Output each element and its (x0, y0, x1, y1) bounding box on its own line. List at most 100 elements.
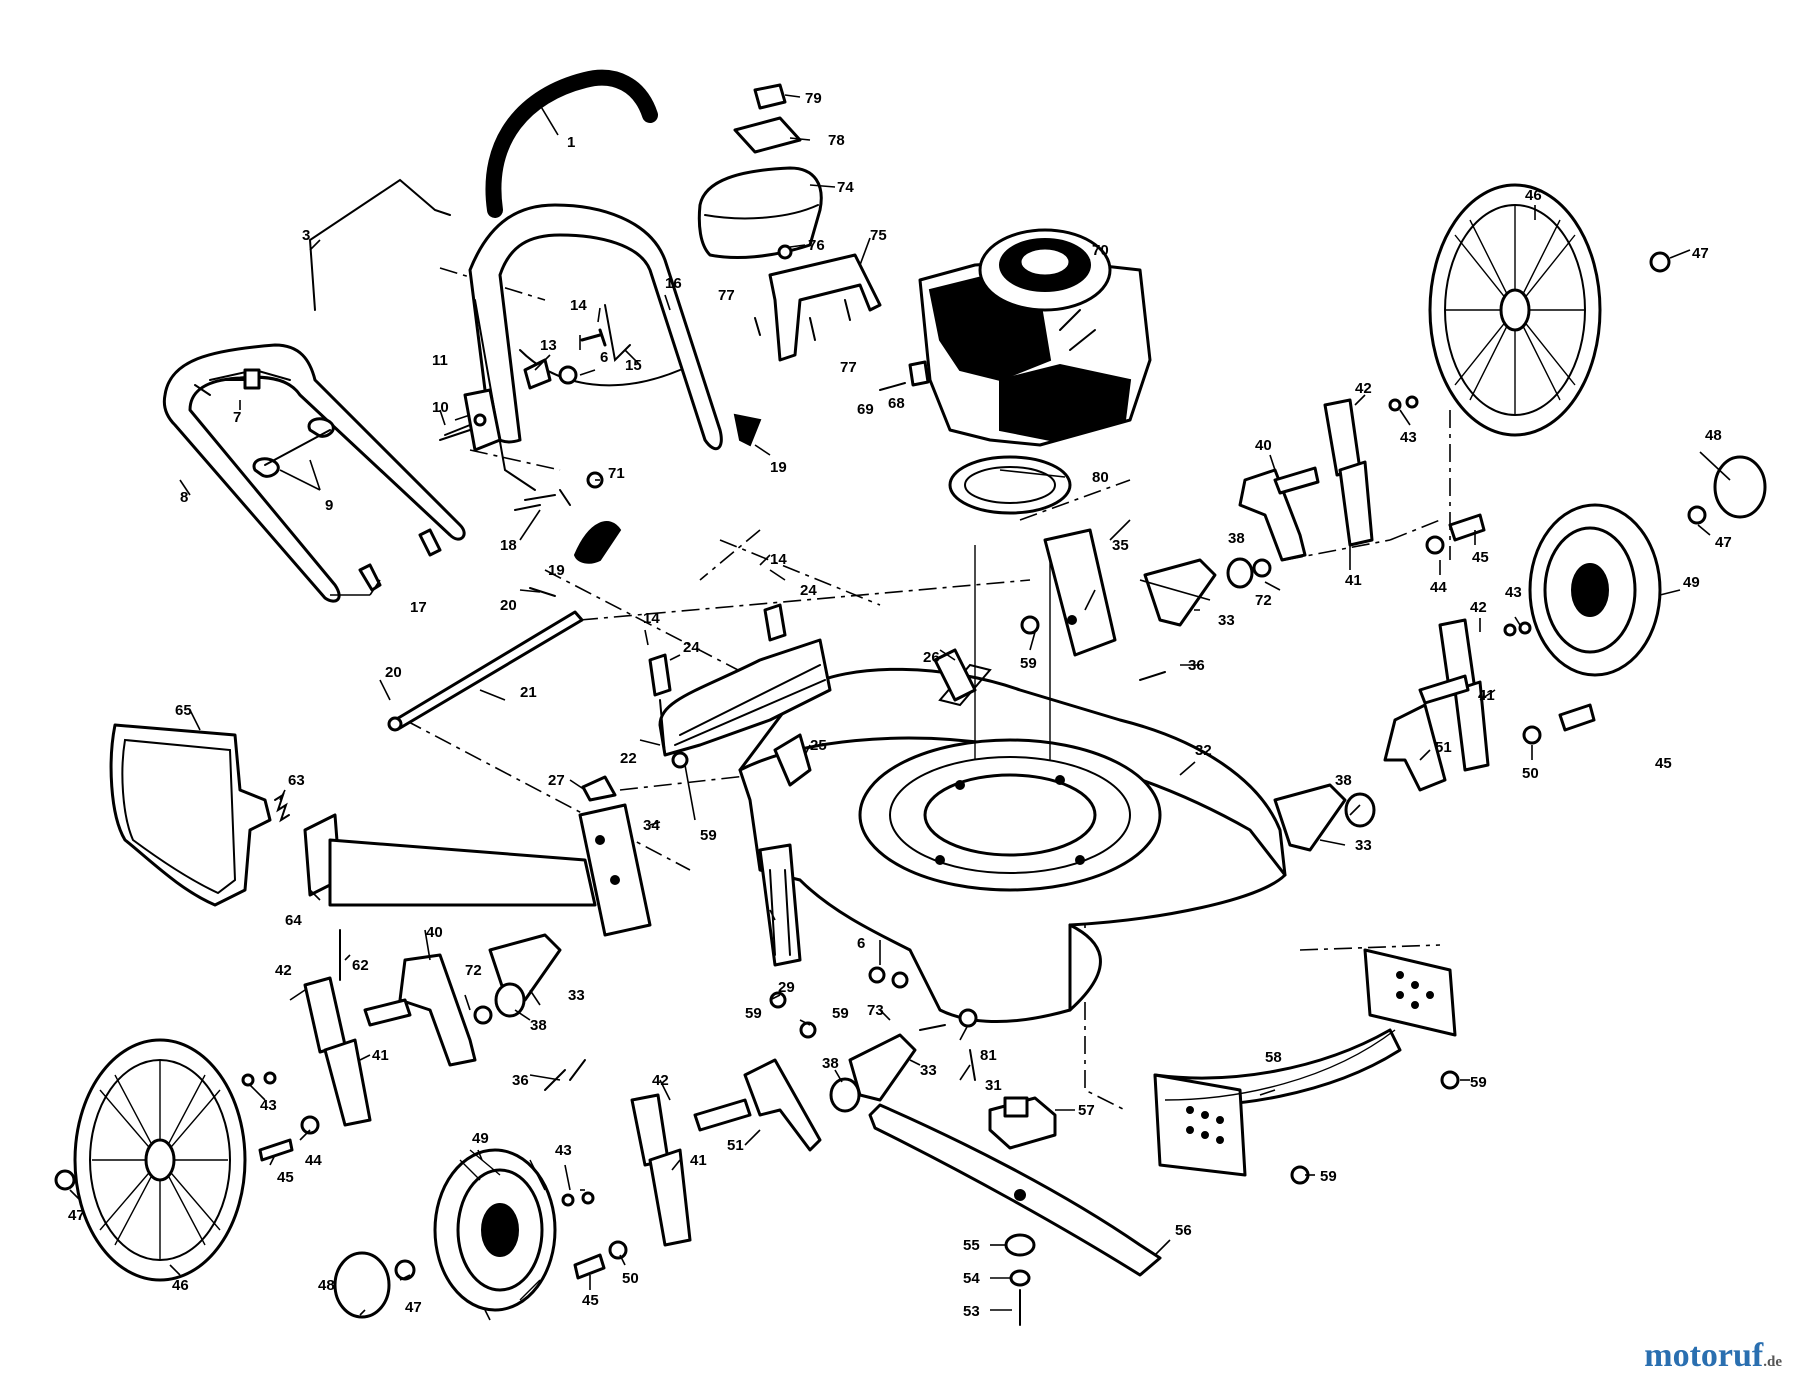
label-43a: 43 (1400, 429, 1417, 446)
label-3: 3 (302, 227, 310, 244)
part-number-labels: 1 3 6 7 8 9 10 11 13 14 14 14 15 16 17 1… (68, 90, 1732, 1320)
label-72b: 72 (465, 962, 482, 979)
wheel-set-rear-left (54, 933, 562, 1282)
lower-handle (162, 343, 466, 603)
label-14b: 14 (770, 551, 787, 568)
label-33c: 33 (568, 987, 585, 1004)
label-45b: 45 (1655, 755, 1672, 772)
label-78: 78 (828, 132, 845, 149)
label-24b: 24 (683, 639, 700, 656)
label-59f: 59 (1320, 1168, 1337, 1185)
wheel-set-rear-right (1020, 183, 1767, 657)
label-75: 75 (870, 227, 887, 244)
bracket-78 (733, 116, 802, 154)
label-15: 15 (625, 357, 642, 374)
label-40a: 40 (1255, 437, 1272, 454)
label-8: 8 (180, 489, 188, 506)
label-40b: 40 (426, 924, 443, 941)
label-20b: 20 (385, 664, 402, 681)
label-48a: 48 (1705, 427, 1722, 444)
label-14a: 14 (570, 297, 587, 314)
label-81: 81 (980, 1047, 997, 1064)
label-19a: 19 (770, 459, 787, 476)
label-33d: 33 (920, 1062, 937, 1079)
label-51a: 51 (1435, 739, 1452, 756)
label-63: 63 (288, 772, 305, 789)
label-45a: 45 (1472, 549, 1489, 566)
label-33a: 33 (1218, 612, 1235, 629)
label-9: 9 (325, 497, 333, 514)
label-48b: 48 (318, 1277, 335, 1294)
blade-56 (868, 1103, 1162, 1277)
label-18: 18 (500, 537, 517, 554)
label-70: 70 (1092, 242, 1109, 259)
control-bar (308, 178, 451, 311)
gear-33c (1143, 558, 1217, 627)
label-73: 73 (867, 1002, 884, 1019)
label-49b: 49 (472, 1130, 489, 1147)
wheel-set-front-right (1273, 503, 1662, 852)
label-56: 56 (1175, 1222, 1192, 1239)
label-54: 54 (963, 1270, 980, 1287)
label-77a: 77 (718, 287, 735, 304)
label-45d: 45 (582, 1292, 599, 1309)
label-38d: 38 (822, 1055, 839, 1072)
mower-deck (581, 545, 1287, 1039)
plate-35 (1043, 528, 1117, 657)
leader-lines (69, 94, 1731, 1321)
label-50a: 50 (1522, 765, 1539, 782)
label-49a: 49 (1683, 574, 1700, 591)
label-13: 13 (540, 337, 557, 354)
label-55: 55 (963, 1237, 980, 1254)
watermark-brand: motoruf (1644, 1337, 1764, 1374)
label-51b: 51 (727, 1137, 744, 1154)
label-24a: 24 (800, 582, 817, 599)
label-45c: 45 (277, 1169, 294, 1186)
label-10: 10 (432, 399, 449, 416)
fuel-cap (753, 83, 787, 110)
fuel-tank-group (697, 83, 882, 362)
label-68: 68 (888, 395, 905, 412)
label-41d: 41 (690, 1152, 707, 1169)
label-27: 27 (548, 772, 565, 789)
plate-34 (578, 803, 652, 937)
label-77b: 77 (840, 359, 857, 376)
height-adjuster-42a (303, 976, 347, 1054)
label-11: 11 (432, 352, 448, 369)
label-36b: 36 (512, 1072, 529, 1089)
label-41a: 41 (1345, 572, 1362, 589)
label-74: 74 (837, 179, 854, 196)
label-14c: 14 (643, 610, 660, 627)
label-53: 53 (963, 1303, 980, 1320)
label-46b: 46 (172, 1277, 189, 1294)
label-72a: 72 (1255, 592, 1272, 609)
label-6: 6 (600, 349, 608, 366)
label-69: 69 (857, 401, 874, 418)
label-34: 34 (643, 817, 660, 834)
label-35: 35 (1112, 537, 1129, 554)
lever-19b (733, 413, 762, 447)
lever-19a (573, 521, 622, 564)
deflector-22 (658, 638, 832, 757)
label-47c: 47 (68, 1207, 85, 1224)
label-76: 76 (808, 237, 825, 254)
label-59b: 59 (1020, 655, 1037, 672)
height-adjuster-41a (323, 1038, 372, 1127)
label-43c: 43 (260, 1097, 277, 1114)
label-19b: 19 (548, 562, 565, 579)
label-42d: 42 (652, 1072, 669, 1089)
site-watermark: motoruf.de (1644, 1337, 1782, 1375)
label-59g: 6 (857, 935, 865, 952)
handle-grip (485, 69, 658, 218)
label-38c: 38 (530, 1017, 547, 1034)
label-17: 17 (410, 599, 427, 616)
label-20a: 20 (500, 597, 517, 614)
label-25: 25 (810, 737, 827, 754)
label-32: 32 (1195, 742, 1212, 759)
label-44b: 44 (305, 1152, 322, 1169)
label-62: 62 (352, 957, 369, 974)
label-59c: 59 (745, 1005, 762, 1022)
axle-51b (1383, 703, 1447, 792)
label-7: 7 (233, 409, 241, 426)
